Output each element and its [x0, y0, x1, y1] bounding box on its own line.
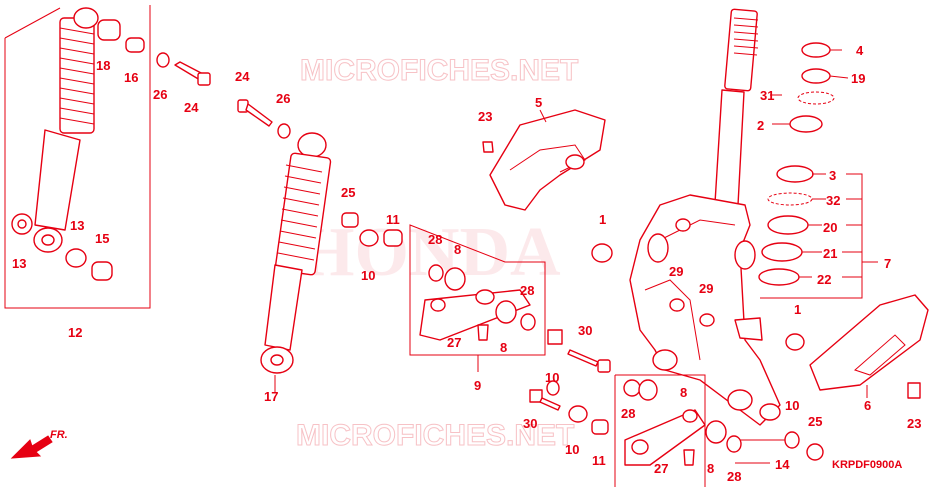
callout-26-top: 26: [153, 87, 167, 102]
callout-10-mid: 10: [545, 370, 559, 385]
front-direction-arrow: FR.: [10, 429, 68, 459]
callout-13-left: 13: [12, 256, 26, 271]
rear-shock-center: [260, 132, 332, 393]
callout-23-top: 23: [478, 109, 492, 124]
callout-28-a: 28: [428, 232, 442, 247]
callout-25-right: 25: [808, 414, 822, 429]
callout-23-right: 23: [907, 416, 921, 431]
diagram-code: KRPDF0900A: [832, 459, 902, 471]
small-bushings: [341, 212, 403, 247]
callout-16: 16: [124, 70, 138, 85]
rear-shock-left: [4, 5, 151, 309]
callout-18: 18: [96, 58, 110, 73]
bearing-stack: [758, 42, 878, 299]
callout-28-d: 28: [727, 469, 741, 484]
callout-19: 19: [851, 71, 865, 86]
callout-6: 6: [864, 398, 871, 413]
callout-28-b: 28: [520, 283, 534, 298]
callout-1-left: 1: [599, 212, 606, 227]
callout-3: 3: [829, 168, 836, 183]
steering-stem-fork: [591, 8, 805, 426]
callout-30-top: 30: [578, 323, 592, 338]
watermark-top: MICROFICHES.NET: [300, 54, 578, 87]
callout-2: 2: [757, 118, 764, 133]
callout-31: 31: [760, 88, 774, 103]
callout-26-mid: 26: [276, 91, 290, 106]
callout-4: 4: [856, 43, 864, 58]
callout-7: 7: [884, 256, 891, 271]
callout-8-d: 8: [707, 461, 714, 476]
callout-17: 17: [264, 389, 278, 404]
callout-14: 14: [775, 457, 790, 472]
callout-28-c: 28: [621, 406, 635, 421]
callout-30-bottom: 30: [523, 416, 537, 431]
callout-27-bottom: 27: [654, 461, 668, 476]
callout-8-b: 8: [500, 340, 507, 355]
callout-15: 15: [95, 231, 109, 246]
callout-10-top: 10: [361, 268, 375, 283]
callout-8-a: 8: [454, 242, 461, 257]
linkage-upper: [409, 224, 546, 372]
watermark-bottom: MICROFICHES.NET: [296, 419, 574, 452]
callout-21: 21: [823, 246, 837, 261]
callout-11-bottom: 11: [592, 453, 606, 468]
callout-29-left: 29: [669, 264, 683, 279]
bracket-5: [482, 109, 606, 211]
callout-10-right: 10: [785, 398, 799, 413]
callout-25-top: 25: [341, 185, 355, 200]
callout-32: 32: [826, 193, 840, 208]
watermark-brand: HONDA: [300, 214, 561, 291]
callout-12: 12: [68, 325, 82, 340]
direction-label: FR.: [50, 429, 68, 441]
callout-1-right: 1: [794, 302, 801, 317]
callout-20: 20: [823, 220, 837, 235]
callout-29-right: 29: [699, 281, 713, 296]
callout-11-top: 11: [386, 212, 400, 227]
bolt-washer-top: [156, 52, 291, 139]
cover-6: [809, 294, 929, 399]
callout-13-right: 13: [70, 218, 84, 233]
callout-10-bottom: 10: [565, 442, 579, 457]
callout-24-top: 24: [184, 100, 199, 115]
callout-22: 22: [817, 272, 831, 287]
callout-5: 5: [535, 95, 542, 110]
callout-9: 9: [474, 378, 481, 393]
linkage-lower: [529, 329, 824, 487]
callout-8-c: 8: [680, 385, 687, 400]
callout-27-top: 27: [447, 335, 461, 350]
callout-24-mid: 24: [235, 69, 250, 84]
